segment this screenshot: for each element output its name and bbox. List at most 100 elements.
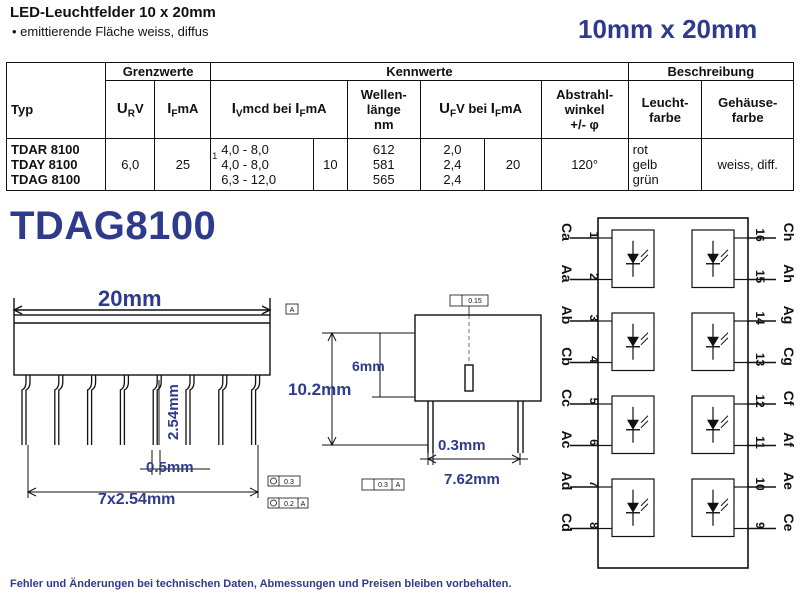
group-kennwerte: Kennwerte	[210, 62, 629, 81]
right-pin-label: Ae	[781, 472, 797, 490]
tolerance-frame-2	[267, 497, 309, 509]
left-pin-number: 1	[587, 232, 601, 239]
led-diode-icon	[706, 406, 729, 443]
col-abstrahlwinkel: Abstrahl-winkel+/- φ	[540, 80, 629, 139]
left-pin-label: Cc	[559, 389, 575, 407]
corner-cell	[6, 62, 106, 81]
tolerance-value-2: 0.2	[284, 501, 294, 508]
right-pin-label: Cf	[781, 391, 797, 406]
left-pin-number: 7	[587, 481, 601, 488]
right-pin-number: 12	[753, 394, 767, 408]
right-pin-label: Ce	[781, 514, 797, 532]
right-pin-label: Ch	[781, 223, 797, 242]
right-pin-label: Ag	[781, 306, 797, 325]
right-pin-number: 9	[753, 522, 767, 529]
right-pin-number: 14	[753, 311, 767, 325]
footer-disclaimer: Fehler und Änderungen bei technischen Da…	[10, 578, 512, 590]
led-circuit-right	[691, 395, 735, 455]
col-uf: UFV bei IFmA	[419, 80, 542, 139]
cell-angle: 120°	[540, 138, 629, 191]
left-pin-number: 2	[587, 273, 601, 280]
left-pin-label: Ab	[559, 306, 575, 325]
front-pin	[185, 375, 195, 445]
left-pin-label: Ac	[559, 431, 575, 449]
total-height-dimension: 10.2mm	[288, 380, 351, 399]
col-gehaeusefarbe: Gehäuse-farbe	[701, 80, 794, 139]
front-pin	[54, 375, 64, 445]
cell-housing: weiss, diff.	[701, 138, 794, 191]
led-diode-icon	[626, 323, 649, 360]
datum-a-label: A	[290, 307, 295, 314]
led-diode-icon	[626, 406, 649, 443]
front-view-drawing: 20mm A 2.54mm 0.5mm 7x2.54mm 0.3 0.2 A	[12, 286, 309, 509]
led-diode-icon	[626, 489, 649, 526]
front-pin	[86, 375, 97, 445]
table-group-row: Grenzwerte Kennwerte Beschreibung	[6, 62, 795, 81]
led-diode-icon	[626, 240, 649, 277]
right-pin-number: 16	[753, 228, 767, 242]
cell-if: 25	[154, 138, 212, 191]
table-header-row: Typ URV IFmA IVmcd bei IFmA Wellen-länge…	[6, 80, 794, 139]
left-pin-number: 3	[587, 315, 601, 322]
left-pin-number: 6	[587, 439, 601, 446]
cell-iv-if: 10	[312, 138, 349, 191]
group-grenzwerte: Grenzwerte	[104, 62, 212, 81]
size-label: 10mm x 20mm	[578, 14, 758, 44]
col-ur: URV	[104, 80, 156, 139]
side-tolerance-bottom: 0.3	[378, 482, 388, 489]
tolerance-datum-2: A	[301, 501, 306, 508]
led-body-side	[414, 314, 542, 402]
side-tolerance-datum: A	[396, 482, 401, 489]
led-circuit-left	[611, 395, 655, 455]
tolerance-frame-1	[267, 475, 301, 487]
front-pin	[119, 375, 130, 445]
front-pin	[218, 375, 228, 445]
top-height-dimension: 6mm	[352, 358, 385, 374]
left-pin-label: Cb	[559, 347, 575, 366]
right-pin-label: Af	[781, 432, 797, 447]
led-diode-icon	[706, 240, 729, 277]
side-tolerance-top: 0.15	[468, 298, 482, 305]
cell-ur: 6,0	[104, 138, 156, 191]
led-circuit-left	[611, 312, 655, 372]
front-pin	[250, 375, 261, 445]
right-pin-number: 15	[753, 270, 767, 284]
left-pin-label: Ad	[559, 472, 575, 491]
led-body-front	[13, 314, 271, 376]
right-pin-number: 10	[753, 477, 767, 491]
spec-table: Grenzwerte Kennwerte Beschreibung Typ UR…	[6, 62, 795, 191]
front-pin	[152, 375, 162, 445]
led-diode-icon	[706, 489, 729, 526]
left-pin-number: 5	[587, 398, 601, 405]
col-leuchtfarbe: Leucht-farbe	[627, 80, 703, 139]
right-pin-label: Ah	[781, 264, 797, 283]
side-pin-dimension: 0.3mm	[438, 437, 486, 454]
left-pin-number: 4	[587, 356, 601, 363]
pin-width-dimension: 0.5mm	[146, 459, 194, 476]
col-iv: IVmcd bei IFmA	[210, 80, 349, 139]
col-if: IFmA	[154, 80, 212, 139]
part-number: TDAG8100	[10, 204, 217, 248]
front-pins	[21, 375, 261, 445]
right-pin-number: 11	[753, 436, 767, 449]
cell-uf-if: 20	[484, 138, 542, 191]
led-circuit-right	[691, 312, 735, 372]
right-pin-label: Cg	[781, 347, 797, 366]
pinout-frame	[597, 217, 749, 569]
led-circuit-left	[611, 478, 655, 538]
right-pin-number: 13	[753, 353, 767, 367]
pitch-dimension: 2.54mm	[165, 384, 182, 440]
led-circuit-right	[691, 478, 735, 538]
document-title: LED-Leuchtfelder 10 x 20mm	[10, 4, 216, 21]
document-subtitle: • emittierende Fläche weiss, diffus	[12, 24, 209, 39]
front-pin	[21, 375, 31, 445]
